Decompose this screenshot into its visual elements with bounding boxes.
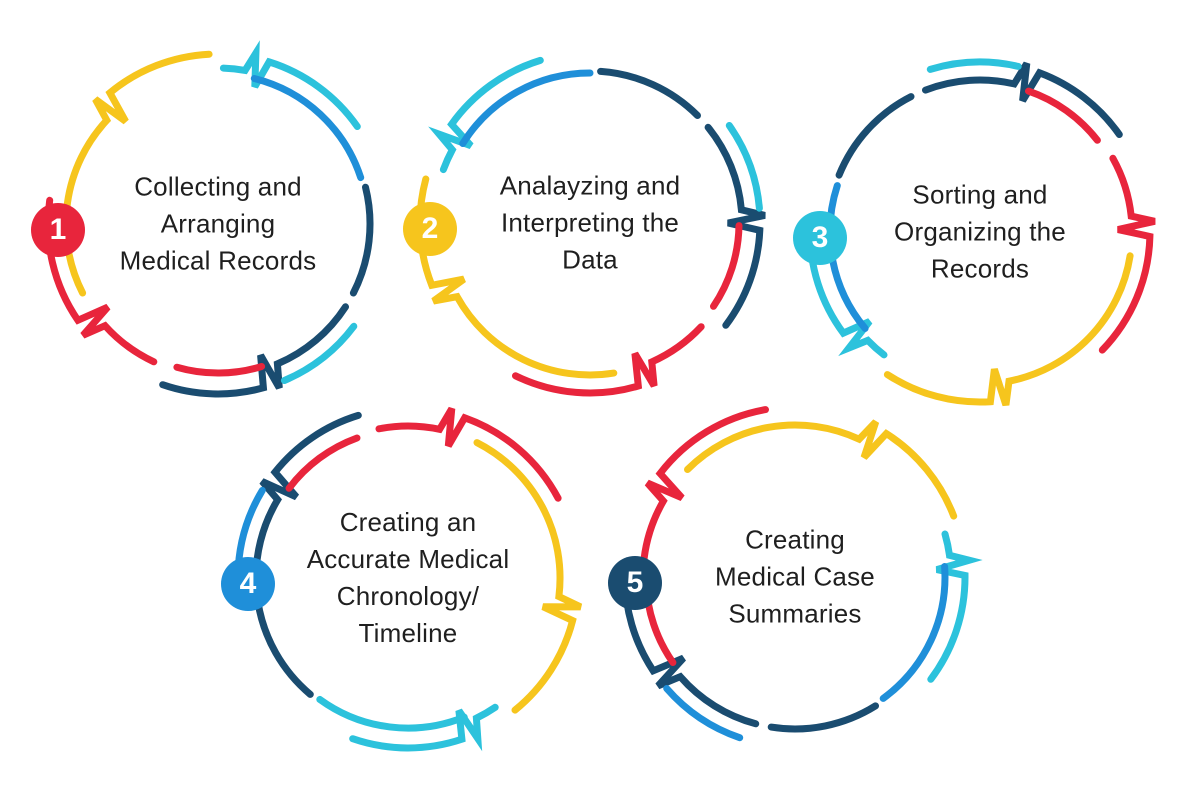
step-number-badge: 2	[403, 202, 457, 256]
step-label: Creating an Accurate Medical Chronology/…	[306, 507, 510, 648]
segmented-ring	[18, 24, 418, 424]
step-number: 4	[239, 567, 257, 600]
step-number-badge: 3	[793, 211, 847, 265]
step-label: Creating Medical Case Summaries	[715, 524, 875, 629]
step-number: 1	[49, 213, 67, 246]
step-2-analyzing-data: 2 Analayzing and Interpreting the Data	[390, 23, 790, 423]
step-label: Sorting and Organizing the Records	[894, 179, 1066, 284]
step-number: 5	[626, 566, 644, 599]
step-label: Collecting and Arranging Medical Records	[119, 171, 317, 276]
step-5-case-summaries: 5 Creating Medical Case Summaries	[595, 377, 995, 777]
step-number-badge: 4	[221, 557, 275, 611]
step-4-medical-chronology: 4 Creating an Accurate Medical Chronolog…	[208, 378, 608, 778]
step-number: 2	[421, 212, 439, 245]
step-number-badge: 1	[31, 203, 85, 257]
step-number: 3	[811, 221, 829, 254]
step-1-collecting-records: 1 Collecting and Arranging Medical Recor…	[18, 24, 418, 424]
step-number-badge: 5	[608, 556, 662, 610]
step-label: Analayzing and Interpreting the Data	[499, 170, 681, 275]
segmented-ring	[780, 32, 1180, 432]
step-3-sorting-records: 3 Sorting and Organizing the Records	[780, 32, 1180, 432]
